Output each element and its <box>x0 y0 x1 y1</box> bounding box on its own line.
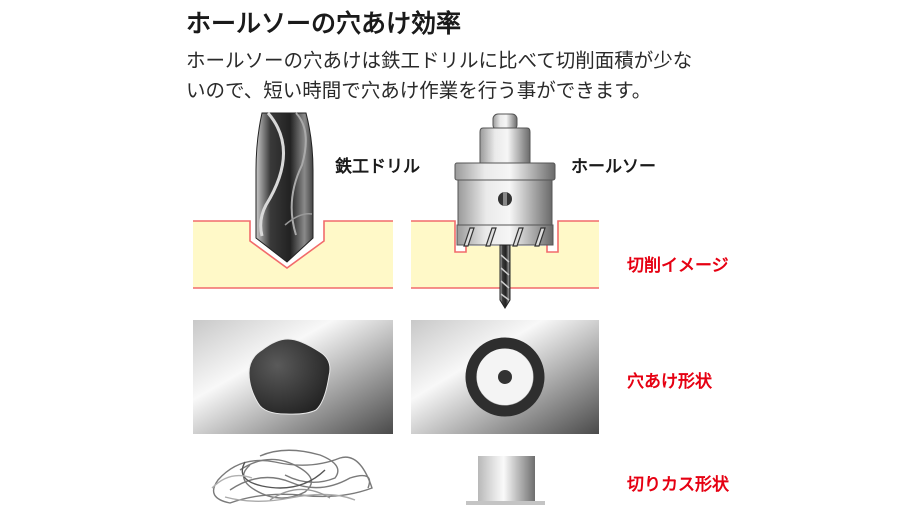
page-title: ホールソーの穴あけ効率 <box>186 9 462 38</box>
drill-column-label: 鉄工ドリル <box>335 157 420 177</box>
holesaw-cutting-image <box>411 113 599 309</box>
row-label-cutting-image: 切削イメージ <box>627 256 729 276</box>
holesaw-column-label: ホールソー <box>571 157 656 177</box>
drill-hole-shape <box>193 320 393 434</box>
row-label-chip-shape: 切りカス形状 <box>627 475 729 495</box>
row-label-hole-shape: 穴あけ形状 <box>627 372 712 392</box>
drill-cutting-image <box>193 112 393 289</box>
holesaw-hole-shape <box>411 320 599 434</box>
holesaw-slug <box>466 456 545 505</box>
drill-tangled-chips <box>211 449 373 504</box>
description-text: ホールソーの穴あけは鉄工ドリルに比べて切削面積が少な いので、短い時間で穴あけ作… <box>186 49 693 102</box>
